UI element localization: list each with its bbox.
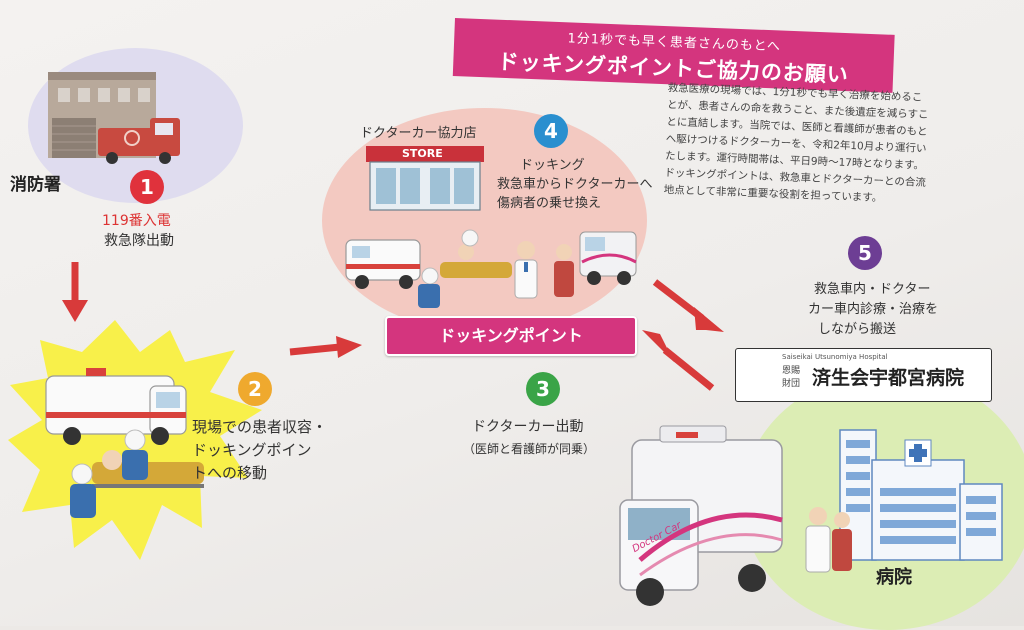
hospital-org-2: 財団 — [782, 379, 801, 389]
step-2-line-2: ドッキングポイン — [192, 441, 312, 459]
flow-arrows — [62, 262, 724, 391]
step-3-line-1: ドクターカー出動 — [472, 419, 584, 435]
step-3-badge: 3 — [526, 372, 560, 406]
cooperating-store-label: ドクターカー協力店 — [360, 126, 477, 141]
step-4-line-3: 傷病者の乗せ換え — [497, 196, 602, 211]
intro-paragraph: 救急医療の現場では、1分1秒でも早く治療を始めることが、患者さんの命を救うこと、… — [663, 81, 929, 205]
step-5-line-1: 救急車内・ドクター — [814, 282, 931, 297]
step-4-line-1: ドッキング — [520, 158, 585, 173]
store-icon — [366, 146, 484, 211]
hospital-org-1: 恩賜 — [782, 366, 801, 376]
ambulance-icon — [45, 368, 187, 445]
doctor-car-icon — [619, 425, 783, 606]
arrow-2-to-docking — [289, 336, 362, 358]
nurse-icon — [554, 244, 574, 297]
ambulance-docking-icon — [345, 239, 421, 289]
step-4-line-2: 救急車からドクターカーへ — [497, 177, 653, 192]
step-3-line-2: （医師と看護師が同乗） — [463, 442, 596, 456]
step-2-line-3: トへの移動 — [192, 464, 268, 482]
store-blob — [322, 108, 647, 333]
step-2-line-1: 現場での患者収容・ — [192, 418, 328, 436]
docking-point-label: ドッキングポイント — [385, 316, 637, 356]
hospital-label: 病院 — [876, 567, 912, 588]
hospital-staff-icon — [805, 507, 852, 573]
step-5-line-2: カー車内診療・治療を — [808, 302, 939, 317]
doctor-car-docking-icon — [579, 231, 637, 285]
arrow-1-to-2 — [62, 262, 88, 322]
step-2-badge: 2 — [238, 372, 272, 406]
arrow-docking-to-hospital — [652, 279, 724, 332]
fire-truck-icon — [98, 118, 180, 164]
step-4-badge: 4 — [534, 114, 568, 148]
hospital-building-icon — [839, 429, 1003, 561]
step-5-badge: 5 — [848, 236, 882, 270]
step-1-line-1: 119番入電 — [102, 213, 171, 229]
store-sign: STORE — [402, 147, 443, 160]
hospital-name-small: Saiseikai Utsunomiya Hospital — [782, 353, 888, 361]
doctor-icon — [514, 241, 538, 299]
hospital-name: 済生会宇都宮病院 — [812, 367, 965, 389]
stretcher-docking-icon — [418, 229, 512, 308]
fire-station-label: 消防署 — [10, 175, 61, 195]
step-1-badge: 1 — [130, 170, 164, 204]
step-5-line-3: しながら搬送 — [818, 322, 897, 337]
stretcher-icon — [70, 429, 204, 518]
step-1-line-2: 救急隊出動 — [104, 233, 174, 249]
arrow-hospital-to-docking — [642, 330, 715, 391]
hospital-name-plate: Saiseikai Utsunomiya Hospital 恩賜 財団 済生会宇… — [735, 348, 992, 402]
